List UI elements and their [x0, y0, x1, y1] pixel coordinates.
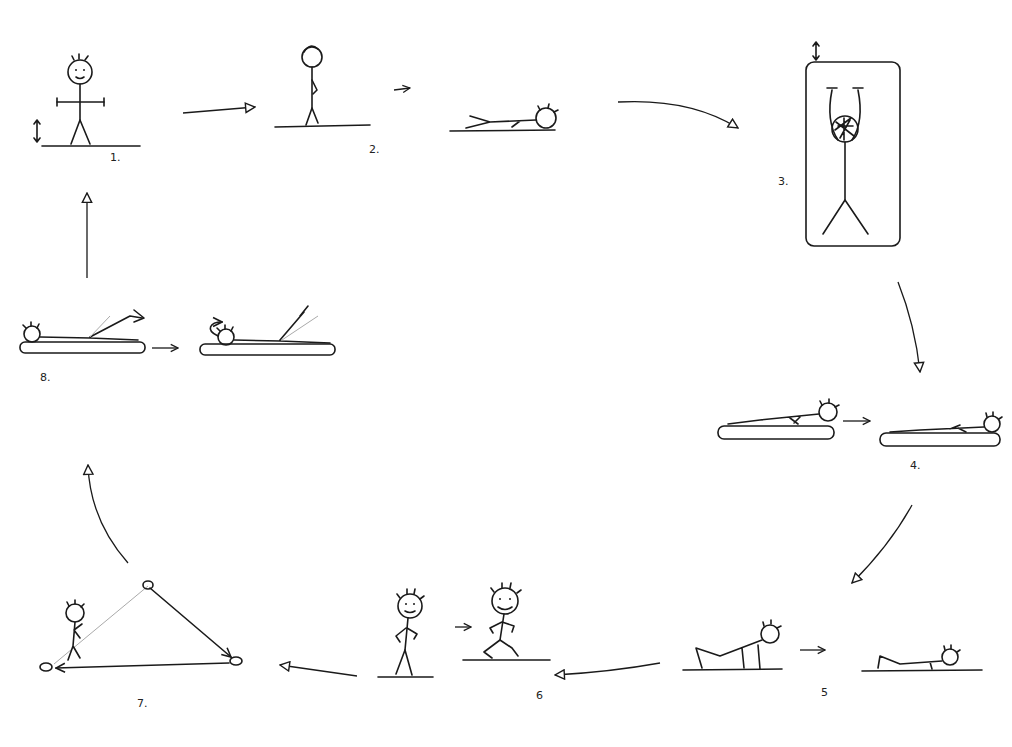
callout-number: 6: [536, 690, 543, 701]
flow-arrow: [88, 465, 128, 563]
callout-number: 8.: [40, 372, 51, 383]
mat-figure: [806, 42, 900, 246]
flow-arrow: [280, 665, 357, 676]
flow-arrow: [898, 282, 920, 372]
callout-number: 2.: [369, 144, 380, 155]
flow-arrow: [618, 102, 738, 128]
push-up-figure: [683, 620, 982, 671]
flow-arrow: [86, 193, 87, 278]
callout-number: 1.: [110, 152, 121, 163]
callout-number: 5: [821, 687, 828, 698]
lying-figure: [718, 399, 1002, 446]
flow-arrow: [852, 505, 912, 583]
standing-figure: [34, 54, 140, 146]
callout-number: 7.: [137, 698, 148, 709]
walking-figure: [275, 46, 558, 131]
callout-number: 3.: [778, 176, 789, 187]
flow-arrow: [183, 107, 255, 113]
flow-arrow: [555, 663, 660, 675]
cone-course: [40, 581, 242, 671]
jumping-figure: [378, 583, 550, 677]
callout-number: 4.: [910, 460, 921, 471]
leg-raise-figure: [20, 306, 335, 355]
